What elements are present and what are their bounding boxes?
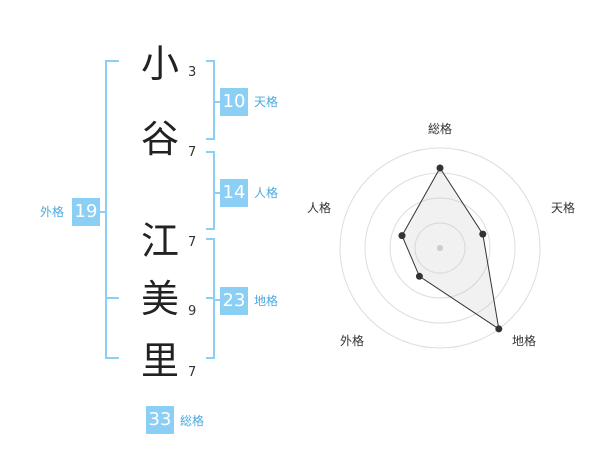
radar-axis-label-gaikaku: 外格 [340, 334, 365, 348]
gaikaku-bracket [105, 60, 119, 359]
radar-point-5 [398, 232, 406, 240]
jinkaku-badge: 14 [220, 179, 248, 207]
tenkaku-label: 天格 [254, 95, 279, 109]
chikaku-badge: 23 [220, 287, 248, 315]
stroke-count-1: 3 [188, 65, 197, 80]
radar-ring [389, 197, 491, 299]
radar-ring [364, 172, 516, 324]
radar-point-4 [415, 272, 423, 280]
name-char-3: 江 [140, 219, 179, 263]
soukaku-label: 総格 [180, 414, 205, 428]
radar-point-3 [495, 325, 503, 333]
stroke-count-5: 7 [188, 365, 197, 380]
name-char-1: 小 [140, 42, 179, 86]
radar-point-2 [479, 230, 487, 238]
jinkaku-label: 人格 [254, 186, 279, 200]
stroke-count-3: 7 [188, 235, 197, 250]
stroke-count-2: 7 [188, 145, 197, 160]
chikaku-label: 地格 [254, 294, 279, 308]
radar-axis-label-jinkaku: 人格 [307, 201, 332, 215]
radar-axis-label-tenkaku: 天格 [551, 201, 576, 215]
radar-center [437, 245, 443, 251]
radar-series-polygon [401, 167, 500, 330]
radar-point-1 [436, 164, 444, 172]
gaikaku-label: 外格 [40, 205, 65, 219]
tenkaku-badge: 10 [220, 88, 248, 116]
gaikaku-badge: 19 [72, 198, 100, 226]
radar-axis-label-chikaku: 地格 [512, 334, 537, 348]
name-char-5: 里 [140, 339, 179, 383]
radar-ring [339, 147, 541, 349]
name-char-4: 美 [140, 277, 179, 321]
tenkaku-bracket [206, 60, 215, 140]
name-char-2: 谷 [140, 117, 179, 161]
soukaku-badge: 33 [146, 406, 174, 434]
radar-ring [414, 222, 466, 274]
stroke-count-4: 9 [188, 304, 197, 319]
jinkaku-bracket [206, 151, 215, 230]
radar-axis-label-soukaku: 総格 [428, 122, 453, 136]
